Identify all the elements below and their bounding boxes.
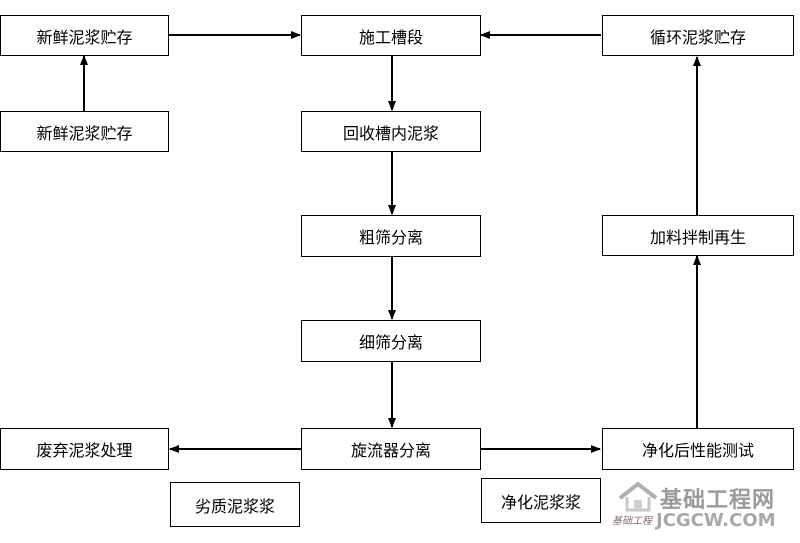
- node-waste-treatment: 废弃泥浆处理: [0, 428, 169, 470]
- watermark-title: 基础工程网: [660, 488, 776, 513]
- watermark-small-text: 基础工程: [612, 516, 652, 527]
- node-fresh-storage-top: 新鲜泥浆贮存: [0, 15, 169, 56]
- watermark-url: JCGCW.COM: [656, 510, 776, 531]
- node-fine-screen: 细筛分离: [301, 320, 481, 362]
- node-fresh-storage-bottom: 新鲜泥浆贮存: [0, 111, 169, 152]
- house-logo-icon: [618, 481, 658, 512]
- node-recycle-storage: 循环泥浆贮存: [602, 15, 794, 56]
- node-construction-section: 施工槽段: [301, 15, 481, 56]
- node-cyclone: 旋流器分离: [301, 428, 481, 470]
- node-performance-test: 净化后性能测试: [602, 428, 794, 470]
- label-inferior-slurry: 劣质泥浆浆: [170, 482, 300, 527]
- label-purified-slurry: 净化泥浆浆: [481, 478, 601, 523]
- watermark: 基础工程 基础工程网 JCGCW.COM: [610, 478, 800, 538]
- node-additive-regen: 加料拌制再生: [602, 215, 794, 256]
- node-coarse-screen: 粗筛分离: [301, 215, 481, 257]
- node-recover-slurry: 回收槽内泥浆: [301, 111, 481, 152]
